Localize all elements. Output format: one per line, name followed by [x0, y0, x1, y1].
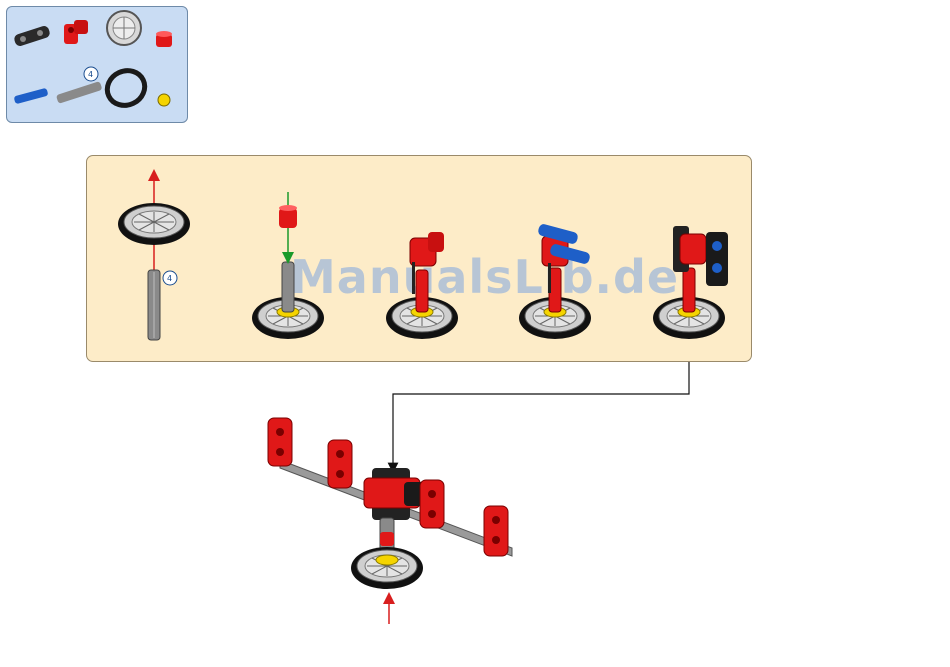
part-grey-axle: 4: [56, 67, 103, 104]
part-red-bush: [156, 31, 172, 47]
quantity-text: 4: [88, 70, 93, 79]
part-black-tire: [102, 65, 151, 112]
sub-step-1: 4: [118, 175, 190, 340]
sub-step-5: [653, 226, 728, 339]
part-yellow-bush: [158, 94, 170, 106]
sub-step-4: [519, 223, 591, 339]
part-red-angle-connector: [64, 20, 88, 44]
part-grey-wheel-hub: [107, 11, 141, 45]
assembly-arrow: [393, 362, 689, 468]
part-black-connector-pin: [13, 25, 51, 48]
final-assembly: [268, 418, 512, 589]
sub-step-2: [252, 192, 324, 339]
part-blue-axle-pin: [14, 88, 49, 105]
sub-step-3: [386, 232, 458, 339]
quantity-text: 4: [167, 274, 172, 283]
